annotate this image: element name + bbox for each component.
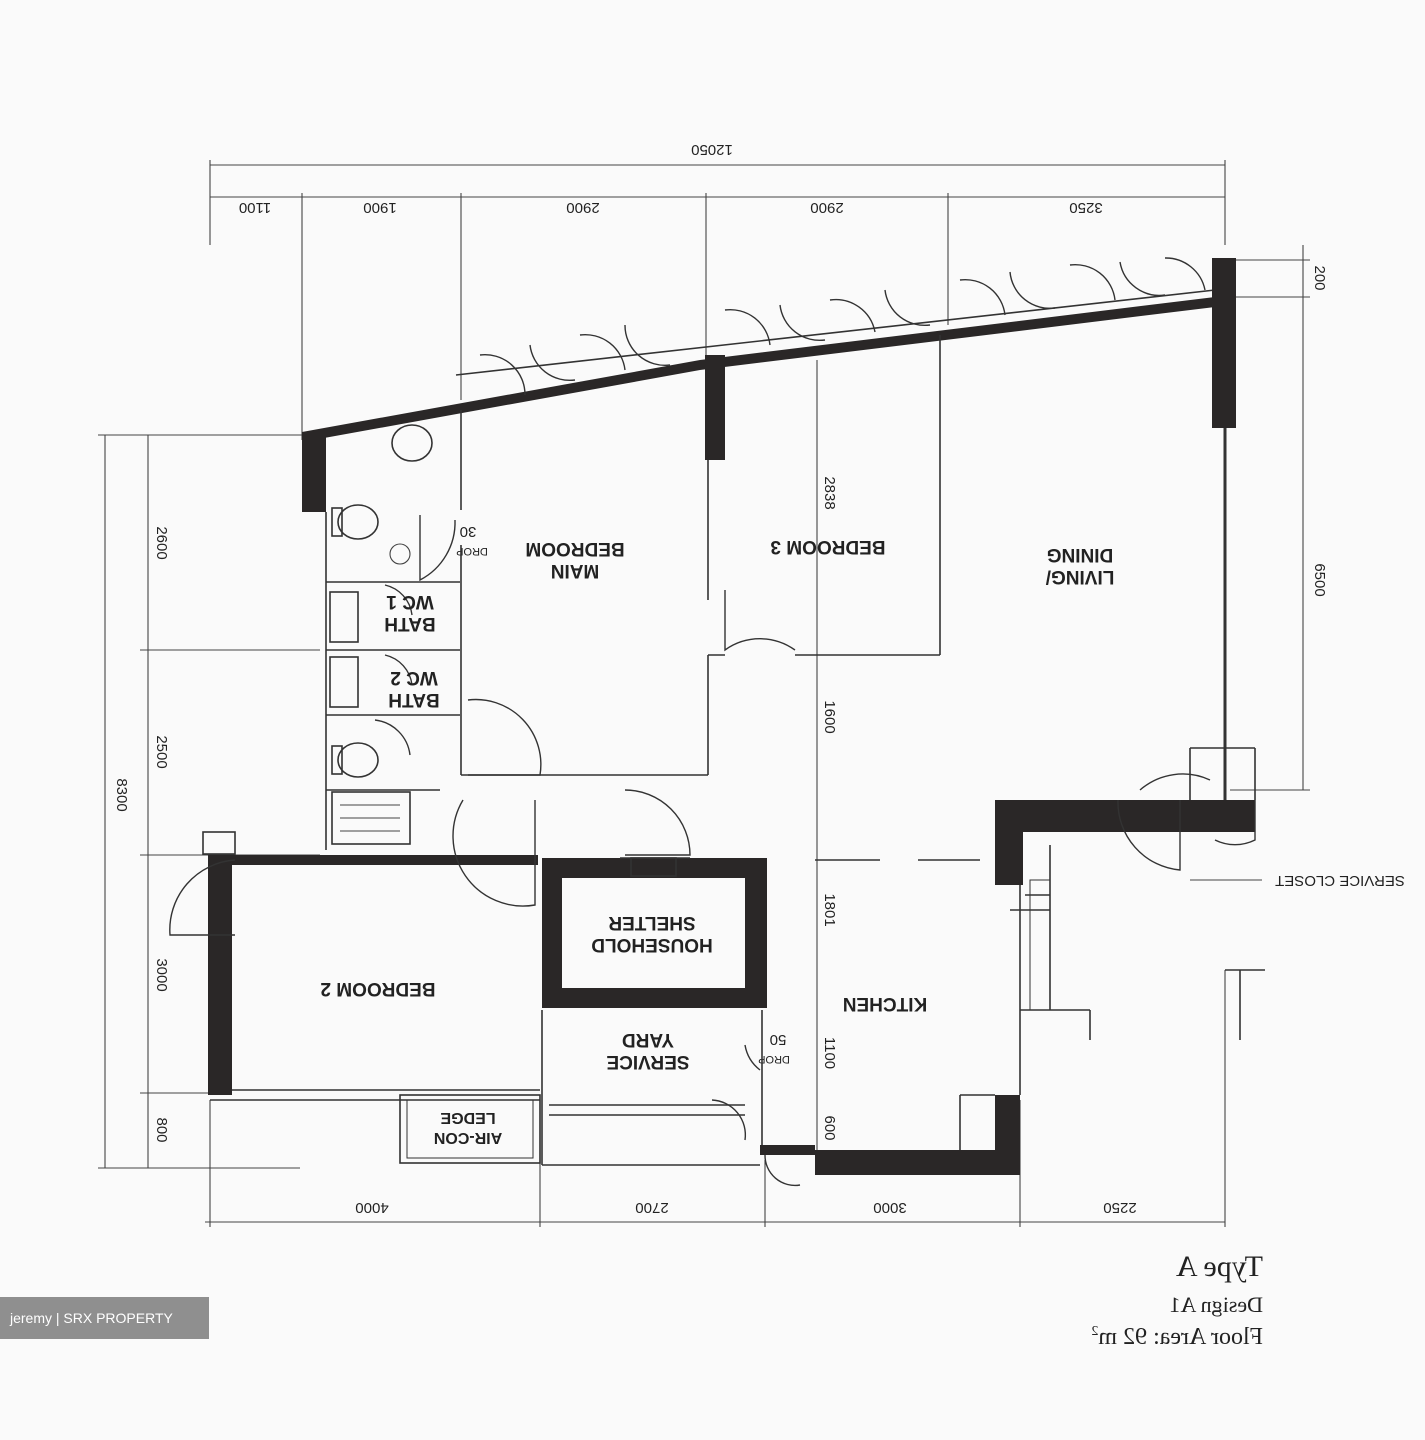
dim-interior-5: 600 <box>821 1115 838 1140</box>
dim-top-2: 1900 <box>363 199 396 216</box>
dim-bottom-3: 3000 <box>873 1199 906 1216</box>
legend-type: Type A <box>1175 1250 1263 1283</box>
doors <box>169 257 1256 1187</box>
dim-top-1: 1100 <box>239 199 271 216</box>
drop-2-value: 50 <box>770 1031 787 1048</box>
room-living-line1: LIVING/ <box>1045 566 1114 587</box>
dim-right-2: 6500 <box>1311 563 1328 596</box>
dim-left-1: 2600 <box>153 526 170 559</box>
watermark: jeremy | SRX PROPERTY <box>0 1297 209 1339</box>
room-service-closet: SERVICE CLOSET <box>1275 872 1405 889</box>
room-main-bedroom-line2: BEDROOM <box>525 538 624 559</box>
dim-overall-width: 12050 <box>691 141 733 158</box>
dimension-lines <box>98 160 1310 1227</box>
room-labels: MAIN BEDROOM BEDROOM 3 LIVING/ DINING BA… <box>320 536 1404 1146</box>
dim-interior-2: 1600 <box>821 700 838 733</box>
room-shelter-line1: HOUSEHOLD <box>591 934 712 955</box>
dim-bottom-1: 4000 <box>355 1199 388 1216</box>
fixtures <box>331 424 433 778</box>
room-bath1-line2: WC 1 <box>386 591 434 612</box>
dimension-labels: 12050 1100 1900 2900 2900 3250 4000 2700… <box>113 141 1328 1216</box>
dim-left-3: 3000 <box>153 958 170 991</box>
dim-bottom-2: 2700 <box>635 1199 668 1216</box>
room-aircon-line2: LEDGE <box>440 1109 495 1126</box>
drop-1-value: 30 <box>460 523 477 540</box>
walls <box>202 258 1265 1175</box>
room-bath2-line1: BATH <box>388 689 439 710</box>
drop-1-label: DROP <box>456 545 488 557</box>
dim-top-3: 2900 <box>566 199 599 216</box>
legend-design: Design A1 <box>1169 1292 1264 1317</box>
drop-2-label: DROP <box>758 1053 790 1065</box>
dim-top-4: 2900 <box>810 199 843 216</box>
room-yard-line1: SERVICE <box>606 1051 689 1072</box>
dim-top-5: 3250 <box>1069 199 1102 216</box>
legend-area-text: Floor Area: 92 m <box>1098 1324 1263 1350</box>
legend-floor-area: Floor Area: 92 m2 <box>1091 1324 1263 1351</box>
dim-left-overall: 8300 <box>113 778 130 811</box>
plan-legend: Type A Design A1 Floor Area: 92 m2 <box>1091 1250 1264 1351</box>
dim-left-4: 800 <box>153 1117 170 1142</box>
dim-interior-1: 2838 <box>821 476 838 509</box>
room-bath2-line2: WC 2 <box>390 667 438 688</box>
room-living-line2: DINING <box>1047 544 1114 565</box>
dim-right-1: 200 <box>1311 265 1328 290</box>
room-yard-line2: YARD <box>622 1029 674 1050</box>
dim-left-2: 2500 <box>153 735 170 768</box>
room-kitchen: KITCHEN <box>843 993 927 1014</box>
room-bath1-line1: BATH <box>384 613 435 634</box>
dim-bottom-4: 2250 <box>1103 1199 1136 1216</box>
room-bedroom3: BEDROOM 3 <box>770 536 885 557</box>
room-shelter-line2: SHELTER <box>608 912 696 933</box>
dim-interior-4: 1100 <box>821 1037 838 1069</box>
dim-interior-3: 1801 <box>821 893 838 926</box>
room-bedroom2: BEDROOM 2 <box>320 978 435 999</box>
legend-area-sup: 2 <box>1091 1324 1099 1339</box>
room-aircon-line1: AIR-CON <box>434 1129 502 1146</box>
room-main-bedroom-line1: MAIN <box>551 560 600 581</box>
